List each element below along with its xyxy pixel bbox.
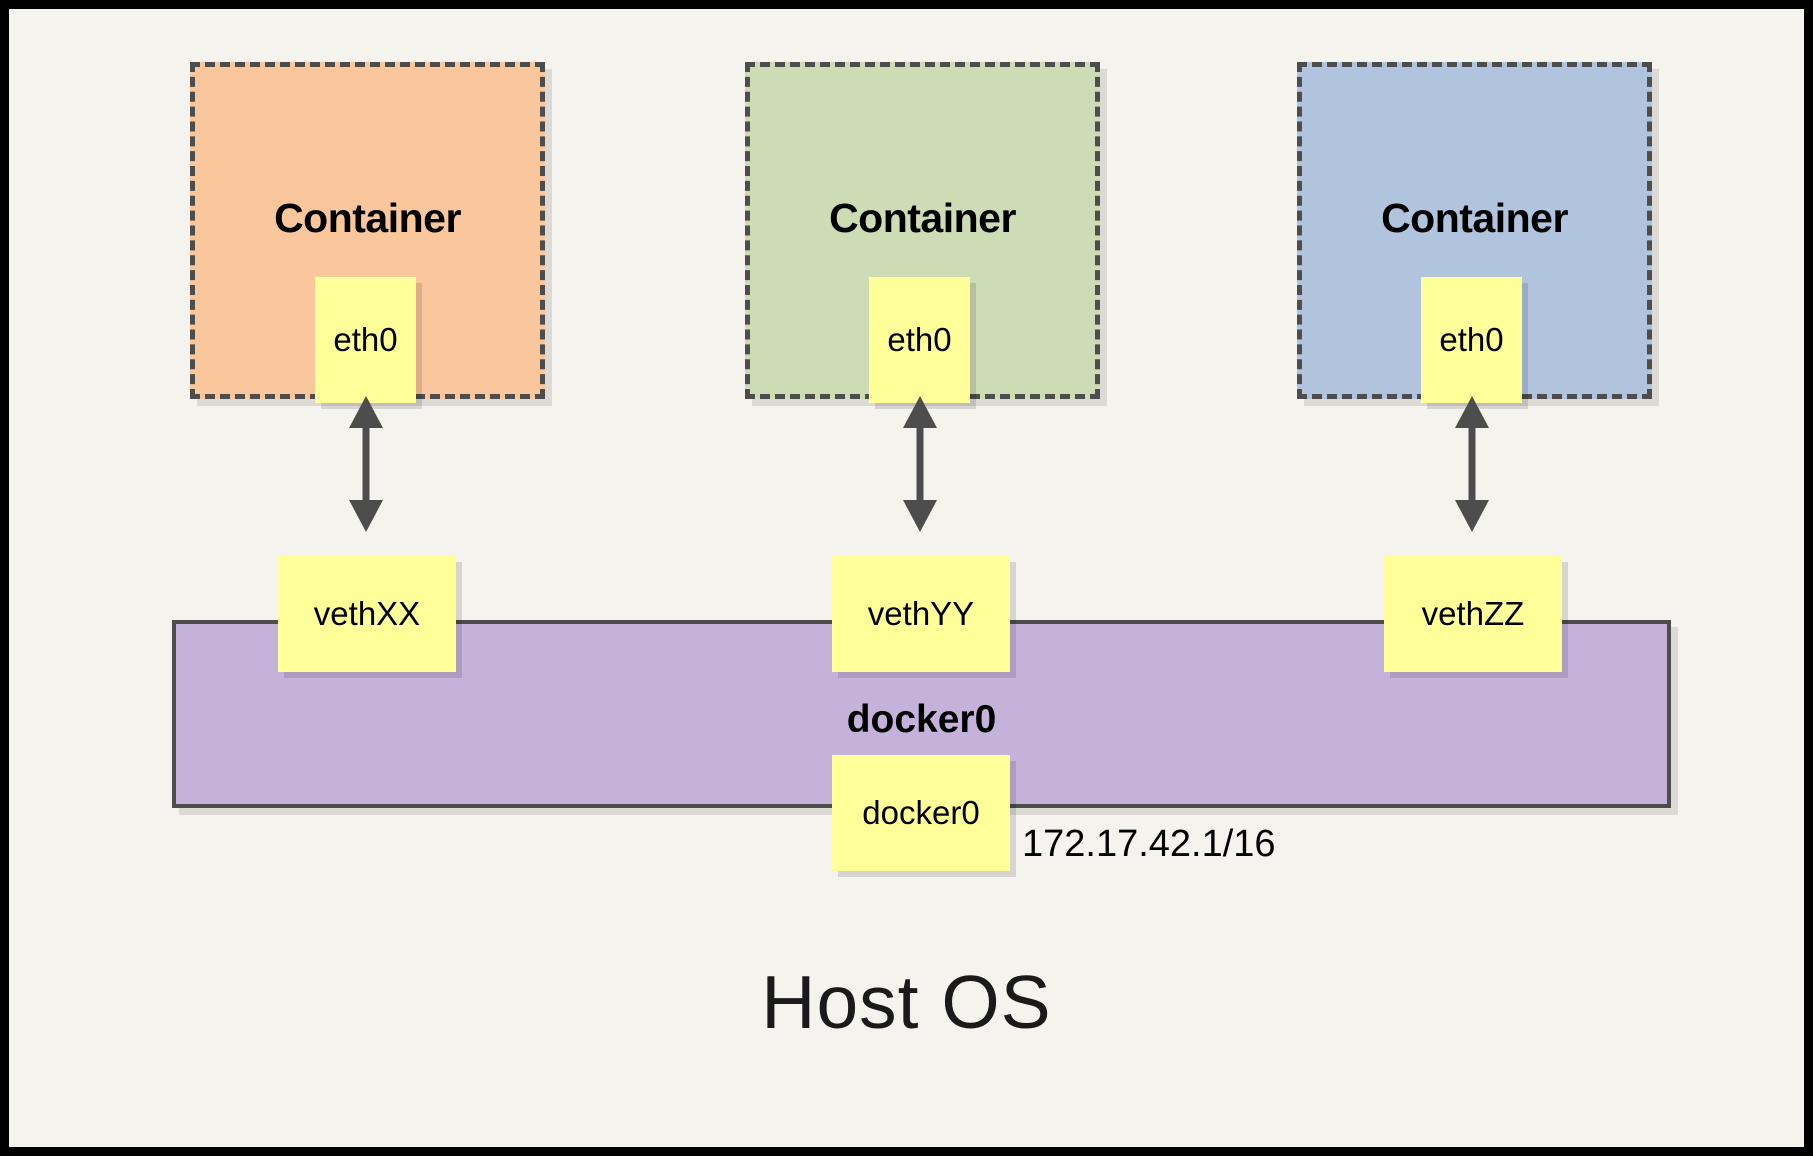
container-title-2: Container [829,195,1016,241]
arrow-container-3-to-veth [1455,396,1489,532]
docker0-interface-box: docker0 [832,755,1010,871]
veth-box-3: vethZZ [1384,556,1562,672]
arrow-container-2-to-veth [903,396,937,532]
arrow-container-1-to-veth [349,396,383,532]
docker0-bridge-label: docker0 [846,698,997,741]
container-title-3: Container [1381,195,1568,241]
veth-box-1: vethXX [278,556,456,672]
host-os-label: Host OS [761,960,1052,1044]
container-title-1: Container [274,195,461,241]
eth0-box-1: eth0 [315,277,416,403]
veth-box-2: vethYY [832,556,1010,672]
eth0-box-2: eth0 [869,277,970,403]
eth0-box-3: eth0 [1421,277,1522,403]
docker0-ip-label: 172.17.42.1/16 [1022,823,1276,865]
